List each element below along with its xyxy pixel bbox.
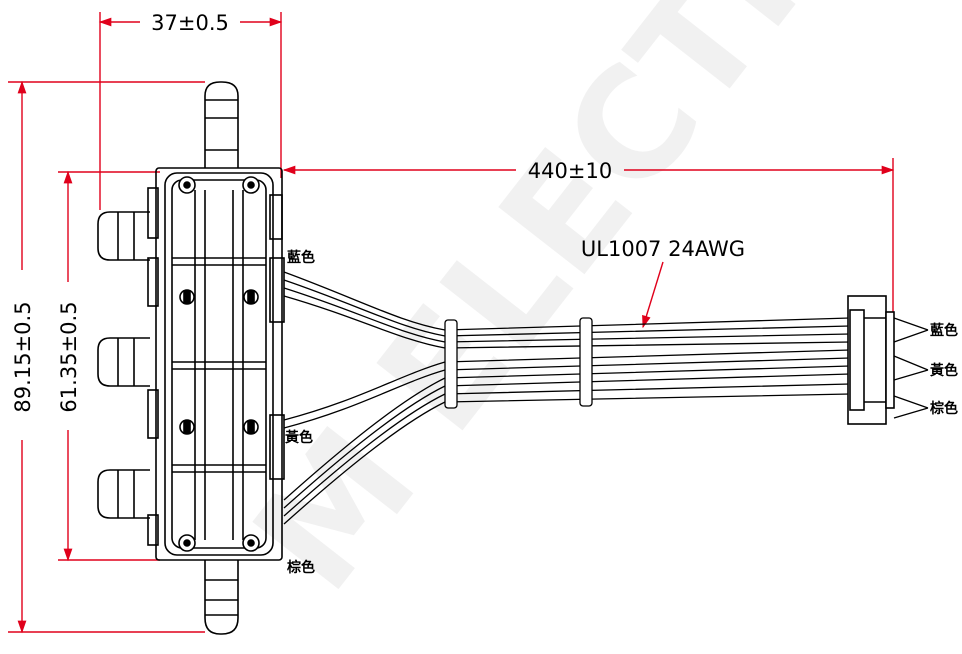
wire-label-right-blue: 藍色 — [930, 322, 958, 339]
wire-label-right-brown: 棕色 — [929, 400, 958, 417]
wire-label-left-blue: 藍色 — [287, 249, 315, 266]
dim-length-89: 89.15±0.5 — [11, 301, 35, 412]
dimension-lines — [8, 12, 895, 634]
wire-label-left-brown: 棕色 — [286, 559, 315, 576]
wire-label-left-yellow: 黃色 — [284, 429, 313, 446]
connector-housing — [847, 295, 895, 425]
screw-holes — [178, 176, 260, 552]
dim-width-37: 37±0.5 — [151, 11, 229, 35]
wire-label-right-yellow: 黃色 — [929, 362, 958, 379]
manifold-body — [97, 81, 285, 635]
cable-spec-label: UL1007 24AWG — [581, 237, 745, 261]
cable-bundle — [283, 271, 851, 525]
connector-leaders — [893, 317, 929, 419]
dim-pitch-61: 61.35±0.5 — [57, 301, 81, 412]
dim-cable-440: 440±10 — [528, 159, 612, 183]
